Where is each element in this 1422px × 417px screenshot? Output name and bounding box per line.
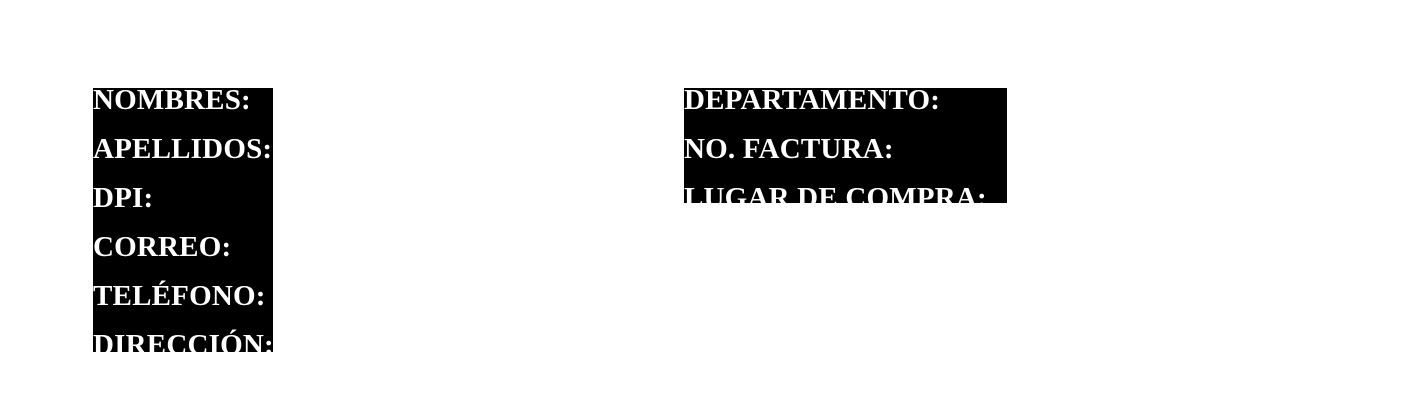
personal-data-label-block: NOMBRES: APELLIDOS: DPI: CORREO: TELÉFON…	[93, 84, 274, 360]
field-label-telefono: TELÉFONO:	[93, 280, 266, 312]
field-label-dpi: DPI:	[93, 182, 154, 214]
purchase-data-label-block: DEPARTAMENTO: NO. FACTURA: LUGAR DE COMP…	[684, 84, 1007, 213]
field-label-lugar-de-compra: LUGAR DE COMPRA:	[684, 182, 987, 214]
field-label-apellidos: APELLIDOS:	[93, 133, 273, 165]
field-label-correo: CORREO:	[93, 231, 232, 263]
personal-data-text-layer: NOMBRES: APELLIDOS: DPI: CORREO: TELÉFON…	[93, 84, 274, 360]
field-label-nombres: NOMBRES:	[93, 84, 251, 116]
field-label-direccion: DIRECCIÓN:	[93, 329, 274, 361]
field-label-no-factura: NO. FACTURA:	[684, 133, 894, 165]
field-label-departamento: DEPARTAMENTO:	[684, 84, 941, 116]
purchase-data-text-layer: DEPARTAMENTO: NO. FACTURA: LUGAR DE COMP…	[684, 84, 1007, 213]
